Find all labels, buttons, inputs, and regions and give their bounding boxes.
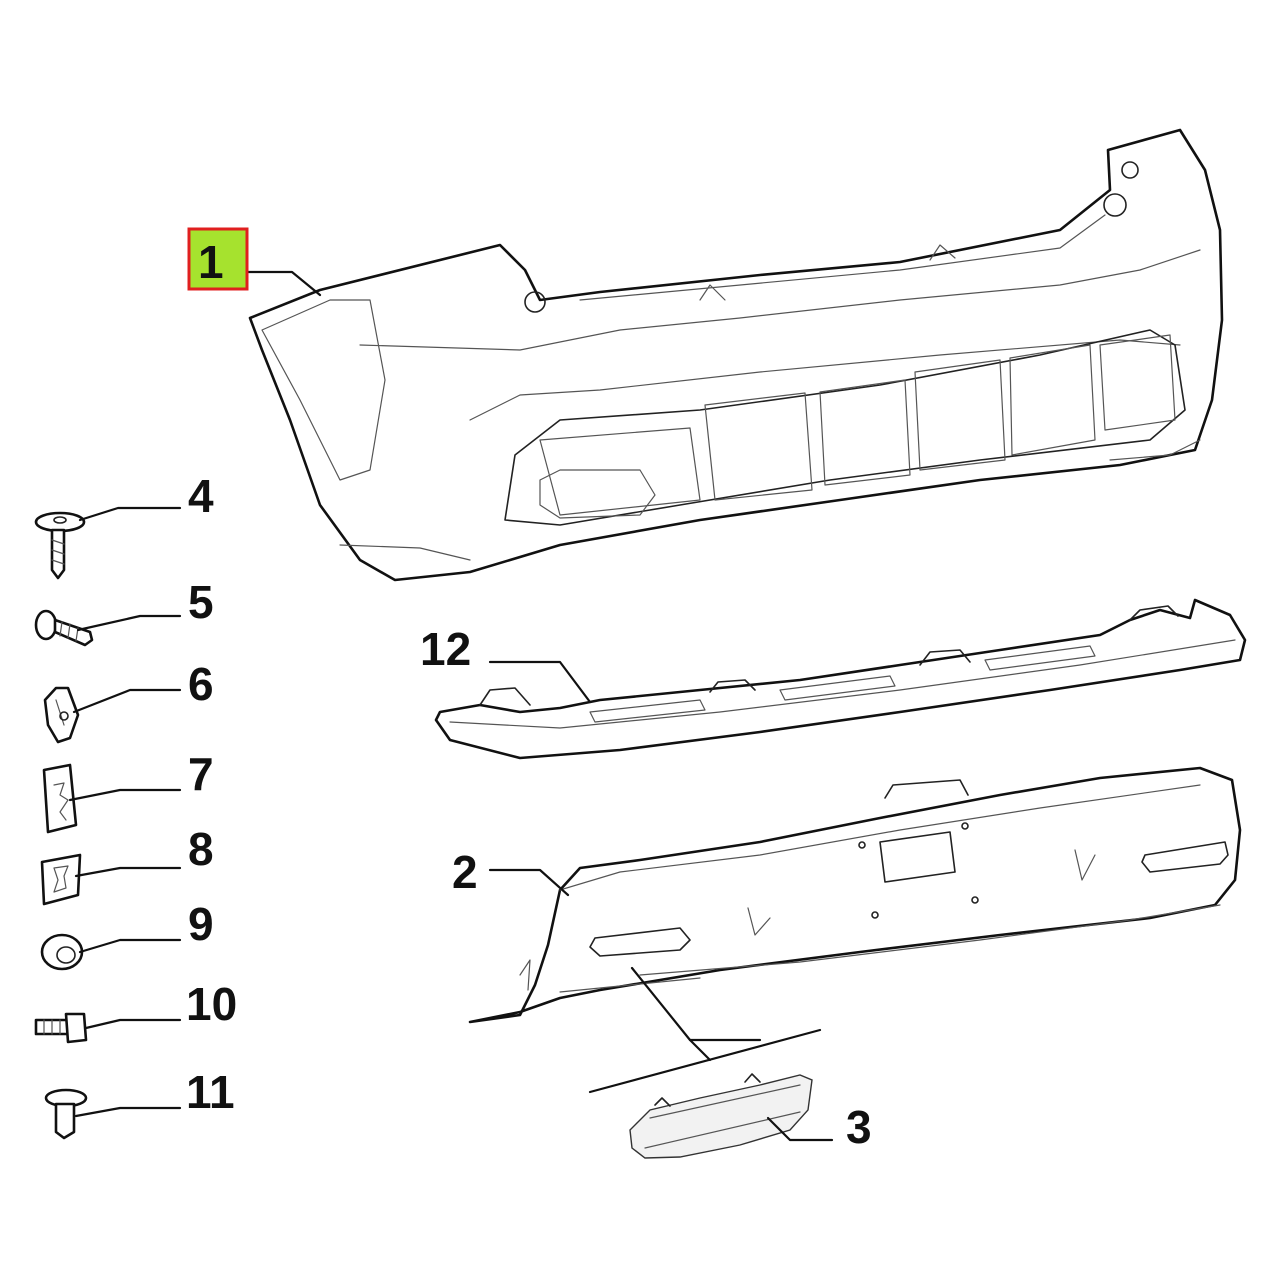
label-8[interactable]: 8 — [188, 823, 214, 875]
label-6[interactable]: 6 — [188, 658, 214, 710]
part-tapping-screw[interactable] — [34, 609, 94, 647]
part-flanged-screw[interactable] — [34, 511, 86, 580]
part-rear-bumper-cover[interactable] — [248, 128, 1224, 582]
label-11[interactable]: 11 — [186, 1066, 235, 1118]
part-retaining-clip[interactable] — [42, 763, 78, 834]
part-reflector[interactable] — [588, 1028, 822, 1159]
label-1[interactable]: 1 — [198, 236, 224, 288]
label-4[interactable]: 4 — [188, 470, 214, 522]
part-bolt-nut[interactable] — [34, 1012, 88, 1044]
label-7[interactable]: 7 — [188, 748, 214, 800]
label-2[interactable]: 2 — [452, 846, 478, 898]
part-bumper-strip[interactable] — [434, 598, 1247, 760]
label-10[interactable]: 10 — [186, 978, 237, 1030]
highlighted-part-box — [187, 227, 249, 291]
part-clip-nut[interactable] — [43, 686, 80, 744]
label-5[interactable]: 5 — [188, 576, 214, 628]
part-number-labels: 1 2 3 4 5 6 7 8 9 10 11 12 — [186, 236, 872, 1153]
part-grommet[interactable] — [40, 933, 84, 971]
leader-lines — [68, 270, 834, 1142]
label-3[interactable]: 3 — [846, 1101, 872, 1153]
label-9[interactable]: 9 — [188, 898, 214, 950]
label-12[interactable]: 12 — [420, 623, 471, 675]
part-lower-diffuser[interactable] — [468, 766, 1242, 1024]
part-push-rivet[interactable] — [44, 1088, 88, 1140]
part-spring-clip[interactable] — [40, 853, 82, 906]
